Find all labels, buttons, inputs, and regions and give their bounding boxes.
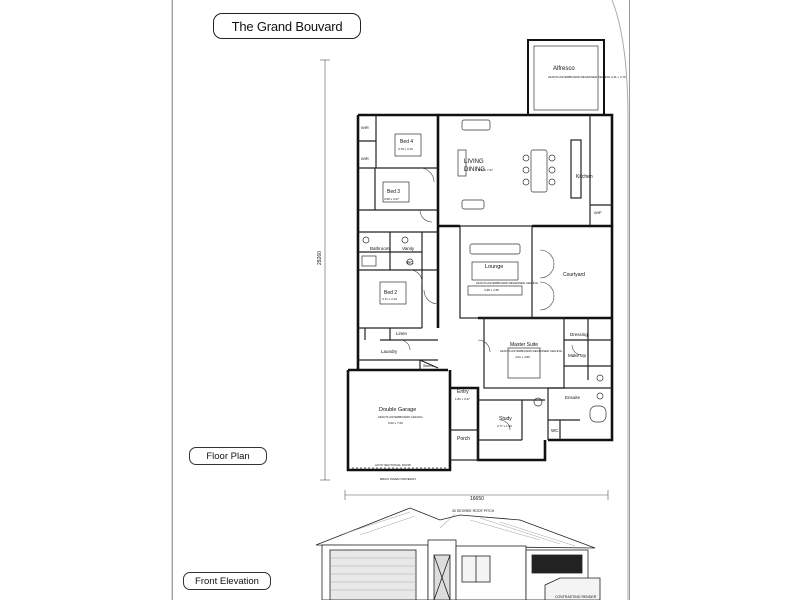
driveway-note: BRICK PAVED DRIVEWAY [380,477,416,481]
room-label-bathroom: Bathroom [370,246,390,251]
bed3-dim: 3.68 x 3.07 [384,197,399,201]
room-label-stores: Stores [423,364,433,368]
plan-title: The Grand Bouvard [213,13,361,39]
room-label-kitchen: Kitchen [576,174,593,180]
room-label-vanity: Vanity [402,246,415,251]
master-dim: 4.01 x 4.80 [515,355,530,359]
room-label-lounge: Lounge [485,264,503,270]
dining-table [522,149,556,193]
elevation-note-render: CONTRASTING RENDER [555,595,597,599]
room-label-garage: Double Garage [379,407,416,413]
alfresco-outline [527,39,605,116]
room-label-wc-1: WC [406,260,414,265]
front-elevation-label-text: Front Elevation [195,575,259,587]
room-label-alfresco: Alfresco [553,66,575,72]
width-dimension-text: 16650 [470,496,484,502]
room-label-living: LIVING [464,159,484,165]
beds [379,133,541,379]
interior-walls [358,115,612,461]
floor-plan-label: Floor Plan [189,447,267,465]
room-label-dressing: Dressing [570,332,588,337]
room-label-bed4: Bed 4 [400,139,413,145]
room-label-wir-1: WIR [361,125,369,130]
floor-plan-label-text: Floor Plan [206,450,250,462]
entry-dim: 1.81 x 3.37 [455,397,470,401]
study-dim: 2.77 x 1.90 [497,424,512,428]
bed4-dim: 3.70 x 3.16 [398,147,413,151]
master-note: 2420 PLASTERBOARD RECESSED CEILING [500,349,563,353]
bathroom-fixtures [361,236,607,423]
plan-title-text: The Grand Bouvard [231,18,343,34]
living-dim: 8.57 x 7.27 [478,168,493,172]
alfresco-note: 2420 PLASTERBOARD RECESSED CEILING 4.31 … [548,75,626,79]
bed2-dim: 3.71 x 3.10 [382,297,397,301]
room-labels: LIVING DINING 8.57 x 7.27 Kitchen WIP Be… [361,125,602,481]
room-label-dining: DINING [464,167,485,173]
room-label-courtyard: Courtyard [563,272,585,278]
depth-dimension-text: 29260 [317,251,323,265]
garage-note: 2400 PLASTERBOARD CEILING [378,415,423,419]
elevation-note-roof: 30 DEGREE ROOF PITCH [452,509,495,513]
front-elevation-drawing [315,507,601,600]
room-label-bed3: Bed 3 [387,189,400,195]
room-label-makeup: Make Up [568,353,587,358]
room-label-wir-2: WIR [361,156,369,161]
door-swings [399,167,583,431]
room-label-wip: WIP [594,210,602,215]
room-label-bed2: Bed 2 [384,290,397,296]
room-label-laundry: Laundry [381,349,398,354]
room-label-linen: Linen [396,331,408,336]
room-label-entry: Entry [457,389,469,395]
room-label-study: Study [499,416,512,422]
garage-dim: 6.00 x 7.00 [388,421,403,425]
lounge-note: 2420 PLASTERBOARD RECESSED CEILING [476,281,539,285]
room-label-master-suite: Master Suite [510,342,538,348]
lounge-sofa [467,243,523,296]
lounge-dim: 4.38 x 4.35 [484,288,499,292]
room-label-porch: Porch [457,436,470,442]
room-label-wc-2: WC [551,428,559,433]
garage-door-note: AUTO SECTIONAL DOOR [375,463,412,467]
living-sofas [457,119,491,210]
front-elevation-label: Front Elevation [183,572,271,590]
room-label-ensuite: Ensuite [565,395,581,400]
